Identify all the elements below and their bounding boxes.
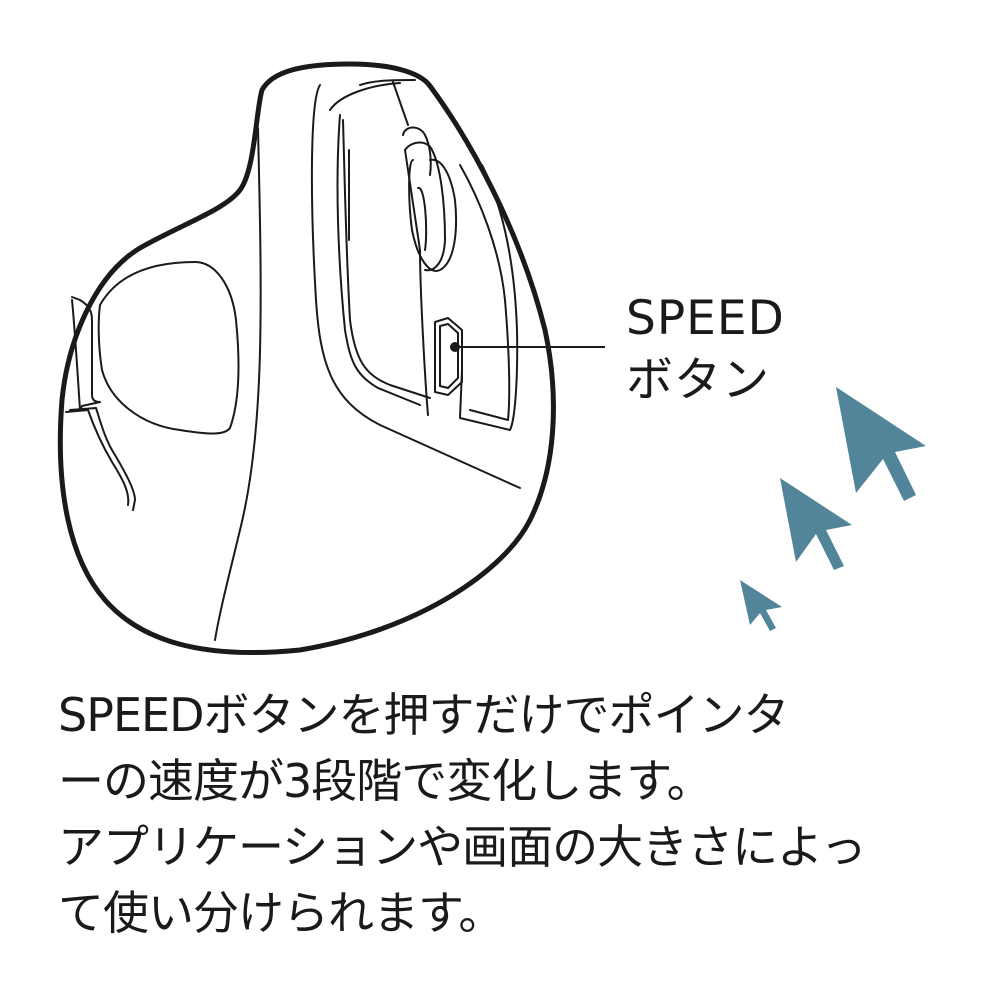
speed-button-label: SPEED ボタン — [626, 288, 785, 412]
description-line: アプリケーションや画面の大きさによっ — [58, 820, 867, 874]
speed-button-label-line2: ボタン — [626, 353, 770, 408]
vertical-mouse-icon — [57, 61, 556, 655]
cursor-small-icon — [740, 580, 782, 631]
mouse-illustration — [57, 61, 926, 655]
description-line: SPEEDボタンを押すだけでポインタ — [58, 688, 790, 742]
callout-leader-line — [450, 342, 605, 352]
cursor-large-icon — [836, 387, 926, 501]
speed-button-label-line1: SPEED — [626, 291, 785, 346]
description-line: て使い分けられます。 — [58, 886, 504, 940]
description-text: SPEEDボタンを押すだけでポインタ ーの速度が3段階で変化します。 アプリケー… — [58, 682, 958, 946]
description-line: ーの速度が3段階で変化します。 — [58, 754, 713, 808]
cursor-medium-icon — [780, 478, 852, 570]
